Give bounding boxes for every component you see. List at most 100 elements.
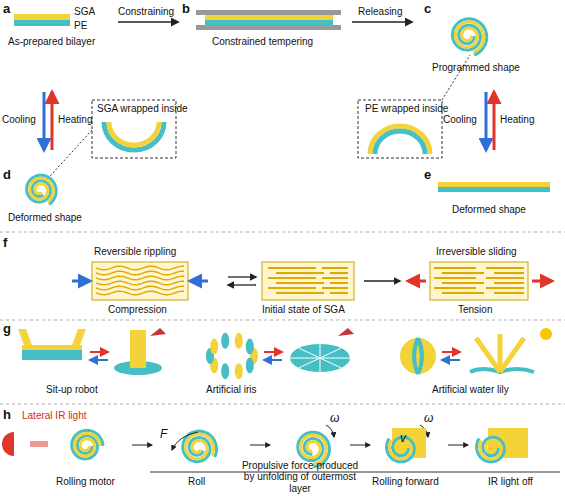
caption-label: Lateral IR light (22, 410, 86, 422)
sheet (268, 287, 316, 289)
compression-arrow (190, 280, 208, 283)
pe-coil (72, 430, 103, 459)
caption-label: Irreversible sliding (436, 246, 517, 258)
caption-label: Artificial iris (206, 384, 257, 396)
sheet (268, 267, 316, 269)
sheet (268, 277, 316, 279)
cooling-arrow (43, 92, 46, 150)
ir-lamp (2, 432, 14, 456)
caption-label: Compression (108, 304, 167, 316)
panel-letter: g (3, 322, 11, 337)
sheet (322, 287, 348, 289)
sheet (276, 282, 324, 284)
caption-label: PE (74, 20, 87, 32)
sheet (494, 282, 524, 284)
iris-slit (320, 358, 350, 359)
constraint-plate (196, 10, 341, 15)
sheet (276, 292, 324, 294)
iris-petal (210, 339, 218, 355)
graphene-sheets (268, 268, 348, 293)
sheet (330, 282, 348, 284)
sga-coil (75, 433, 100, 456)
sheet (494, 292, 524, 294)
cooling-arrow (485, 92, 488, 150)
sheet (442, 272, 484, 274)
caption-label: PE wrapped inside (365, 103, 448, 115)
compression-arrow (72, 280, 90, 283)
step-arrow (448, 445, 468, 446)
bent-pe (104, 122, 164, 150)
heating-arrow (264, 351, 282, 353)
reversible-arrow (228, 284, 256, 285)
step-arrow (350, 445, 370, 446)
sheet (442, 282, 484, 284)
bent-pe (375, 131, 425, 154)
iris-petal (235, 333, 243, 349)
iris-petal (246, 339, 254, 355)
sit-up-robot (18, 328, 166, 375)
bent-sga (109, 122, 159, 145)
tension-arrow (532, 280, 552, 283)
sga-box (92, 262, 188, 300)
rippled-sheet (96, 276, 184, 280)
sga-coil (30, 178, 54, 202)
iris-slit (320, 348, 341, 358)
iris-petal (235, 363, 243, 379)
caption-label: Roll (188, 476, 205, 488)
separator (0, 232, 565, 233)
slid-sheets (434, 268, 524, 293)
sga-box (262, 262, 354, 300)
iris-slit (320, 358, 341, 368)
sga-layer (438, 182, 550, 187)
caption-label: Tension (458, 304, 492, 316)
sheet (494, 272, 524, 274)
heating-arrow (51, 92, 54, 150)
step-arrow (132, 445, 152, 446)
caption-label: ω (424, 412, 433, 426)
caption-label: Constrained tempering (212, 36, 313, 48)
pe-layer (205, 20, 333, 25)
caption-label: Sit-up robot (46, 384, 98, 396)
separator (0, 404, 565, 405)
ripples (96, 266, 184, 295)
rotation-arrow (326, 425, 334, 437)
caption-label: ω (330, 412, 339, 426)
caption-label: Releasing (358, 6, 402, 18)
pe-coil (183, 431, 217, 462)
panel-letter: d (3, 168, 11, 183)
panel-letter: h (3, 408, 11, 423)
caption-label: Deformed shape (8, 212, 82, 224)
panel-letter: c (424, 2, 431, 17)
sheet (434, 267, 476, 269)
caption-label: Deformed shape (452, 204, 526, 216)
pe-coil (452, 19, 486, 55)
artificial-iris (206, 328, 354, 379)
pe-coil (27, 175, 57, 204)
iris-slit (320, 344, 321, 358)
spirals (27, 19, 528, 467)
caption-label: Cooling (443, 114, 477, 126)
iris-slit (320, 358, 321, 372)
sheet (434, 277, 476, 279)
sga-coil (480, 440, 502, 459)
step-arrow (250, 445, 270, 446)
iris-petal (221, 363, 229, 379)
bent-sga (370, 126, 430, 154)
sga-layer (14, 14, 70, 20)
ir-beam (30, 441, 48, 447)
rippled-sheet (96, 266, 184, 270)
sheet (486, 287, 524, 289)
process-arrow (118, 21, 178, 23)
caption-label: Constraining (118, 6, 174, 18)
panel-letter: b (182, 2, 190, 17)
caption-label: v (400, 432, 406, 446)
pe-coil (477, 437, 505, 462)
panel-letter: a (3, 2, 10, 17)
sga-layer (205, 15, 333, 20)
caption-label: Cooling (2, 114, 36, 126)
sga-coil (455, 22, 483, 52)
iris-slit (299, 358, 320, 368)
caption-label: Initial state of SGA (262, 304, 345, 316)
iris-slit (290, 358, 320, 359)
